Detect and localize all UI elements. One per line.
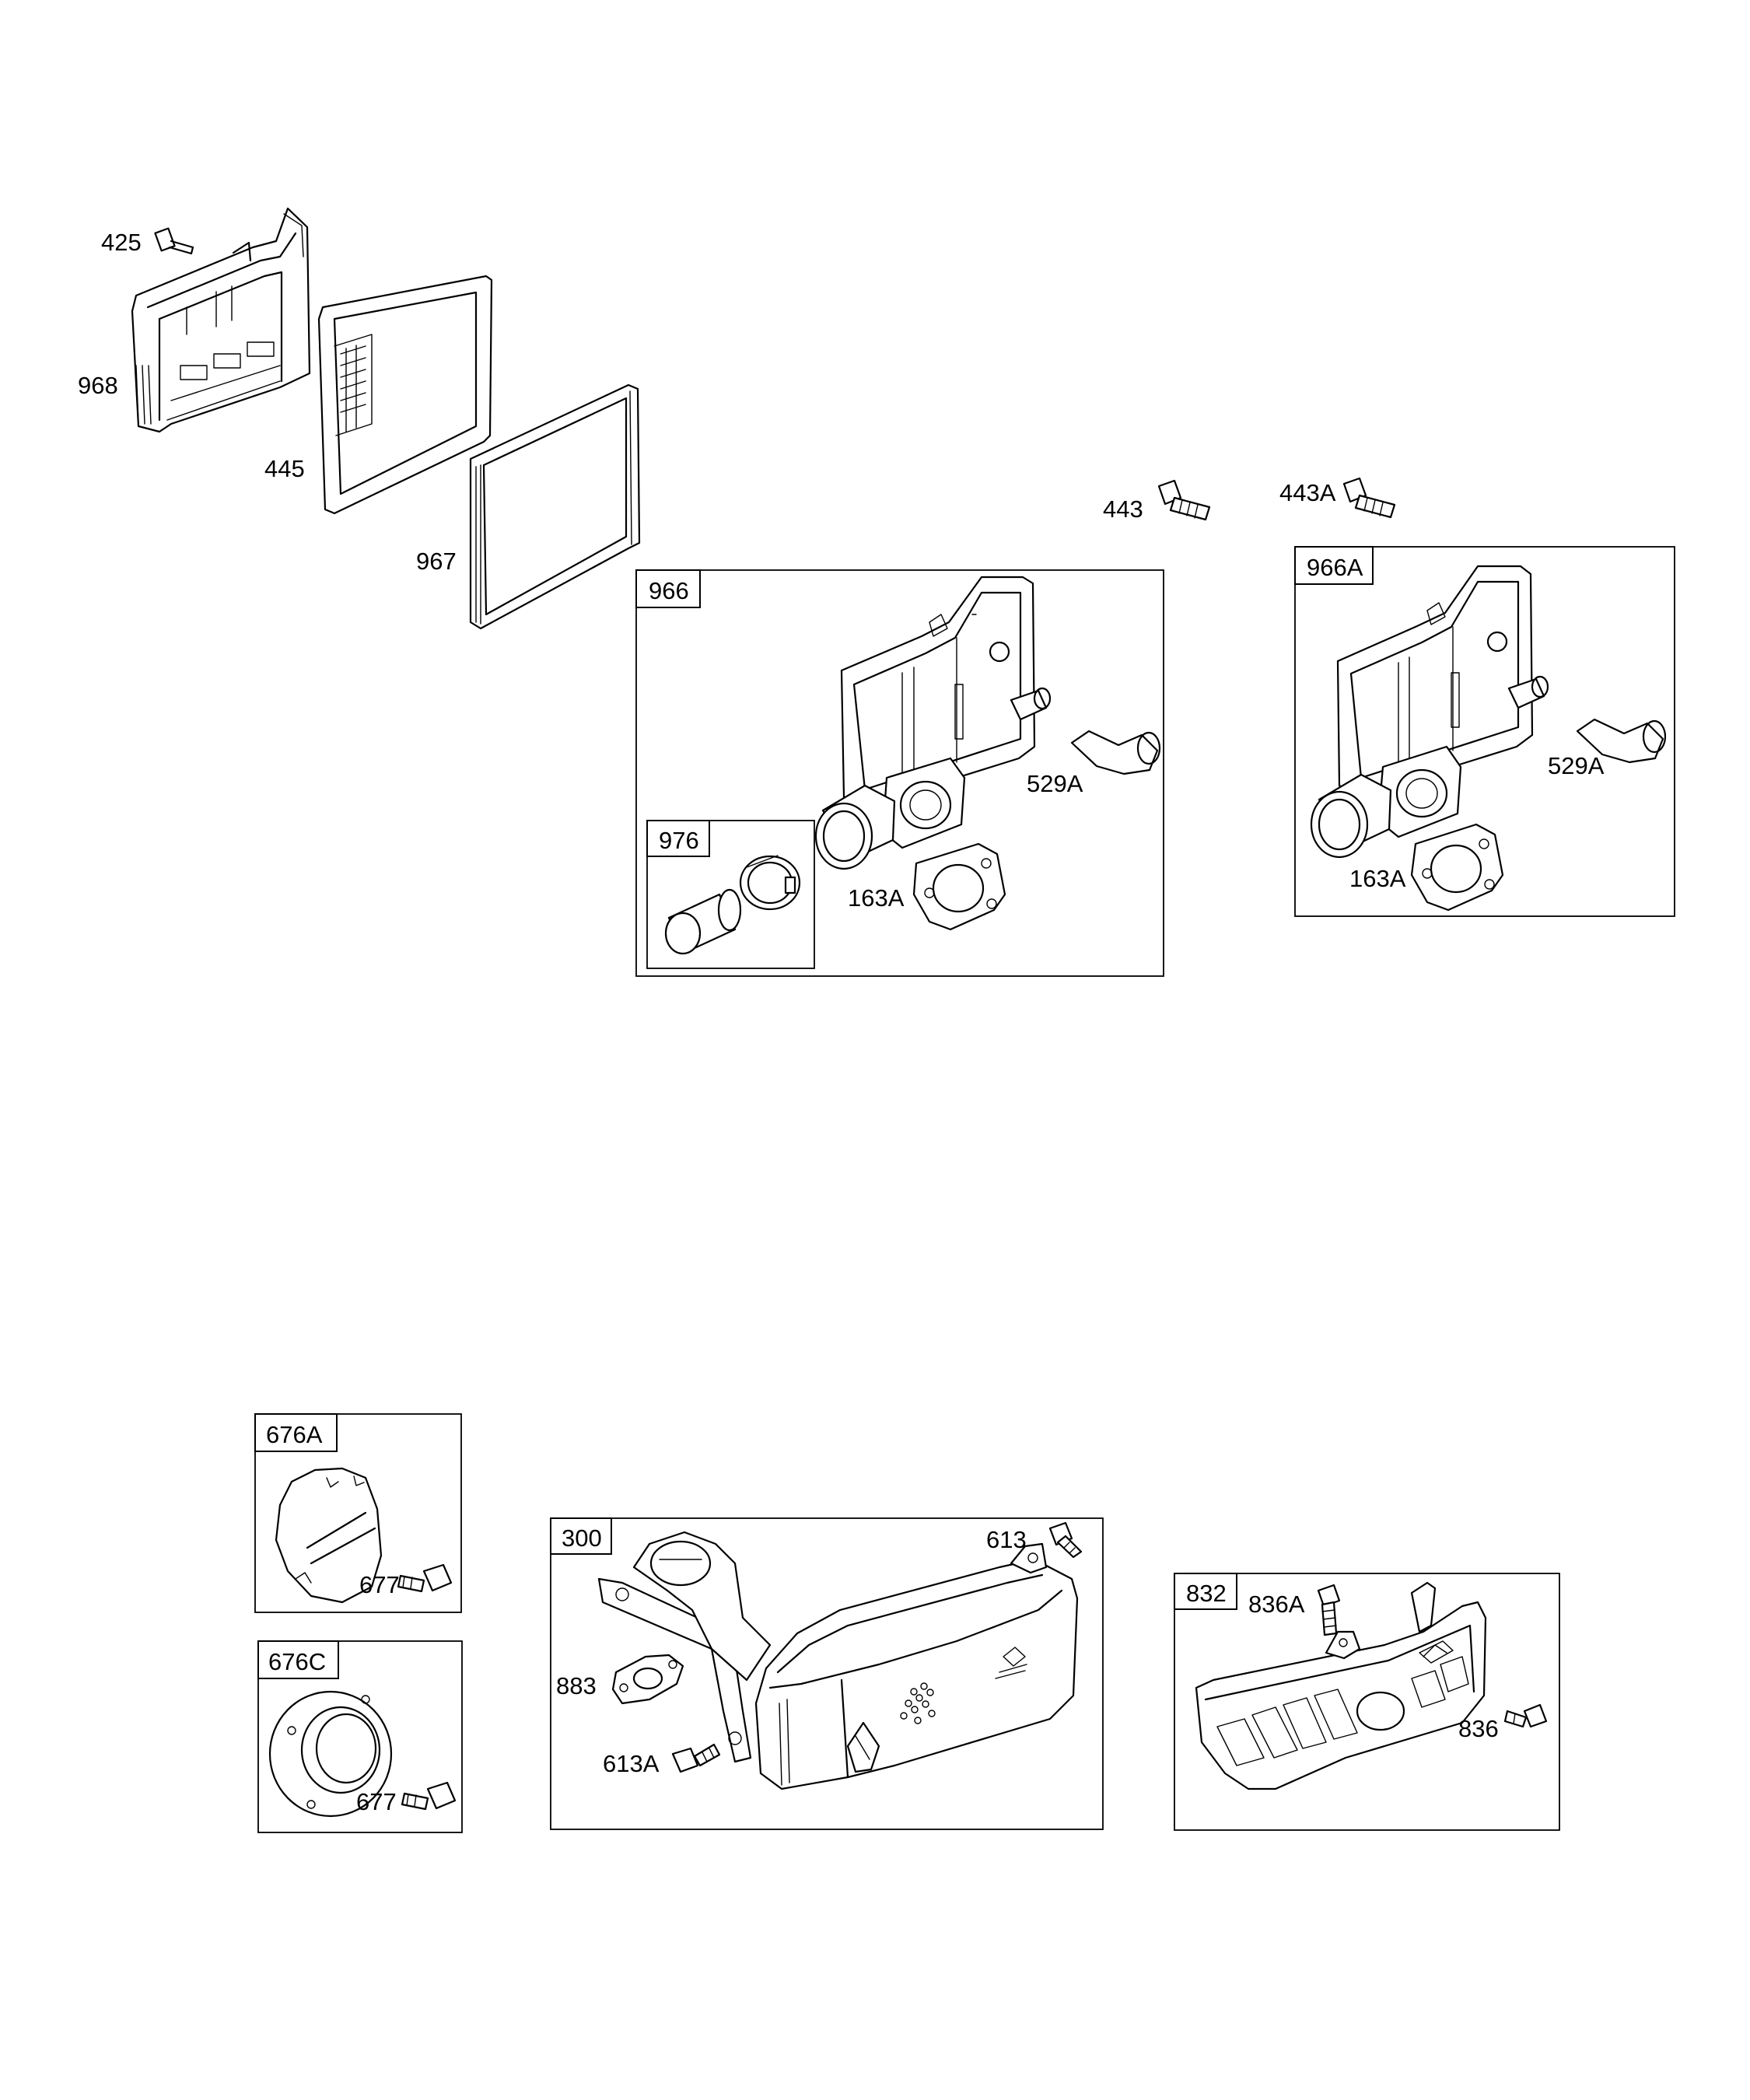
intake-boot-976 bbox=[664, 888, 742, 955]
screw-677-b bbox=[401, 1781, 457, 1811]
assembly-label-832: 832 bbox=[1186, 1580, 1227, 1607]
part-label-677-676A: 677 bbox=[359, 1571, 400, 1598]
part-label-425: 425 bbox=[101, 229, 142, 256]
part-label-443: 443 bbox=[1103, 495, 1143, 523]
screw-425 bbox=[154, 227, 194, 255]
part-label-529A-966: 529A bbox=[1027, 770, 1083, 797]
assembly-frame-300 bbox=[550, 1517, 1104, 1830]
air-filter-445 bbox=[317, 275, 493, 515]
assembly-frame-832 bbox=[1174, 1573, 1560, 1831]
part-label-529A-966A: 529A bbox=[1548, 752, 1605, 779]
air-cleaner-base-966 bbox=[814, 576, 1052, 870]
gasket-163A bbox=[912, 842, 1006, 931]
assembly-label-300: 300 bbox=[562, 1524, 602, 1552]
part-label-968: 968 bbox=[78, 372, 118, 399]
assembly-label-976: 976 bbox=[659, 827, 699, 854]
gasket-883 bbox=[611, 1654, 684, 1705]
part-label-445: 445 bbox=[264, 455, 305, 482]
assembly-frame-676C bbox=[257, 1640, 463, 1833]
clamp-976 bbox=[739, 855, 801, 911]
gasket-163A-b bbox=[1410, 823, 1504, 912]
part-label-613A: 613A bbox=[603, 1750, 660, 1777]
assembly-tag-300 bbox=[550, 1517, 612, 1555]
assembly-frame-976 bbox=[646, 820, 815, 969]
assembly-frame-676A bbox=[254, 1413, 462, 1613]
assembly-label-676C: 676C bbox=[268, 1648, 326, 1675]
assembly-label-966: 966 bbox=[649, 577, 689, 604]
assembly-tag-676C bbox=[257, 1640, 339, 1679]
assembly-label-966A: 966A bbox=[1307, 554, 1363, 581]
screw-836A bbox=[1317, 1584, 1341, 1636]
bolt-443 bbox=[1157, 479, 1211, 521]
assembly-tag-976 bbox=[646, 820, 710, 857]
part-label-883: 883 bbox=[556, 1672, 597, 1699]
part-label-967: 967 bbox=[416, 548, 457, 575]
assembly-label-676A: 676A bbox=[266, 1421, 323, 1448]
assembly-tag-966 bbox=[635, 569, 701, 608]
part-label-443A: 443A bbox=[1279, 479, 1336, 506]
assembly-tag-832 bbox=[1174, 1573, 1237, 1610]
assembly-tag-676A bbox=[254, 1413, 338, 1452]
assembly-frame-966A bbox=[1294, 546, 1675, 917]
screw-836 bbox=[1503, 1703, 1548, 1728]
part-label-163A-966A: 163A bbox=[1349, 865, 1406, 892]
muffler-300 bbox=[597, 1531, 1079, 1790]
part-label-836A: 836A bbox=[1248, 1591, 1305, 1618]
deflector-676A bbox=[275, 1467, 383, 1604]
bolt-443A bbox=[1342, 477, 1396, 519]
muffler-guard-832 bbox=[1195, 1581, 1487, 1790]
part-label-613: 613 bbox=[986, 1526, 1027, 1553]
screw-677-a bbox=[397, 1563, 453, 1593]
screw-613 bbox=[1048, 1521, 1083, 1559]
part-label-677-676C: 677 bbox=[356, 1788, 397, 1815]
part-label-836: 836 bbox=[1458, 1715, 1499, 1742]
air-cleaner-cover-968 bbox=[131, 207, 311, 433]
part-label-163A-966: 163A bbox=[848, 884, 905, 912]
assembly-frame-966 bbox=[635, 569, 1164, 977]
breather-tube-529A bbox=[1070, 730, 1161, 775]
air-cleaner-base-966A bbox=[1310, 565, 1549, 859]
pre-cleaner-967 bbox=[469, 383, 641, 630]
breather-tube-529A-b bbox=[1576, 718, 1667, 764]
assembly-tag-966A bbox=[1294, 546, 1374, 585]
deflector-676C bbox=[268, 1690, 393, 1818]
screw-613A bbox=[671, 1743, 721, 1773]
